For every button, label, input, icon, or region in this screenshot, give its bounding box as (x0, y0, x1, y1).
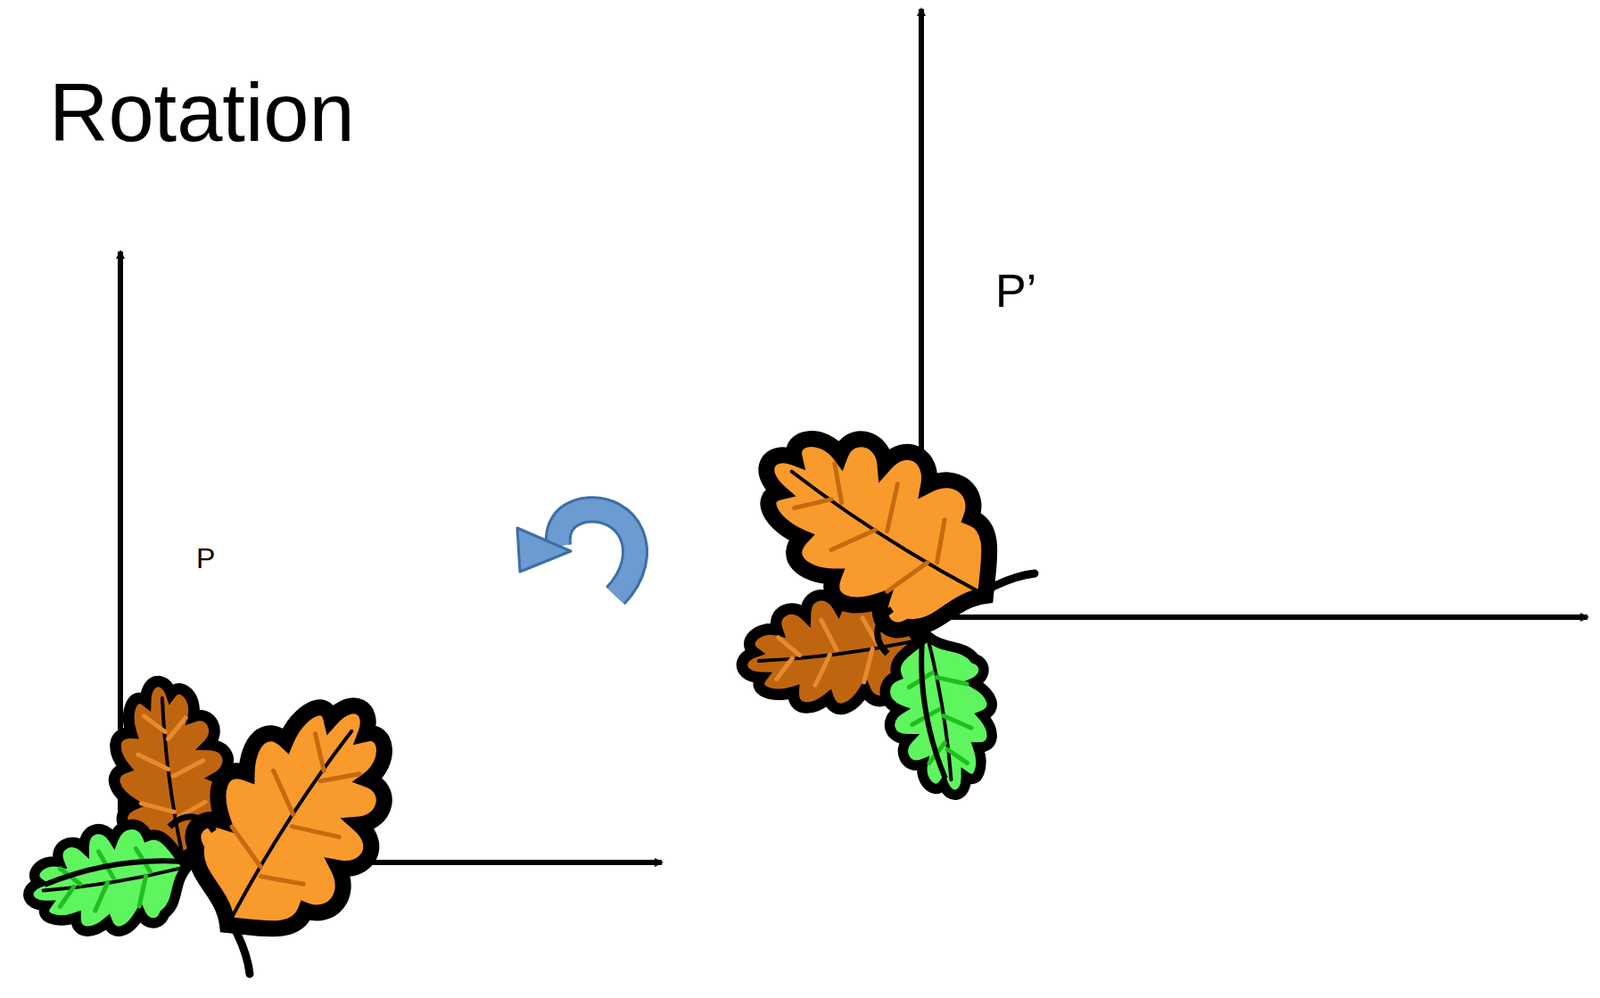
leaf-cluster (18, 665, 434, 974)
rotated-leaf-cluster (725, 389, 1035, 805)
point-label: P (196, 544, 215, 573)
rotation-arrow (517, 509, 636, 596)
diagram-title: Rotation (49, 71, 355, 154)
x-axis (933, 614, 1588, 620)
point-label: P’ (995, 267, 1037, 314)
